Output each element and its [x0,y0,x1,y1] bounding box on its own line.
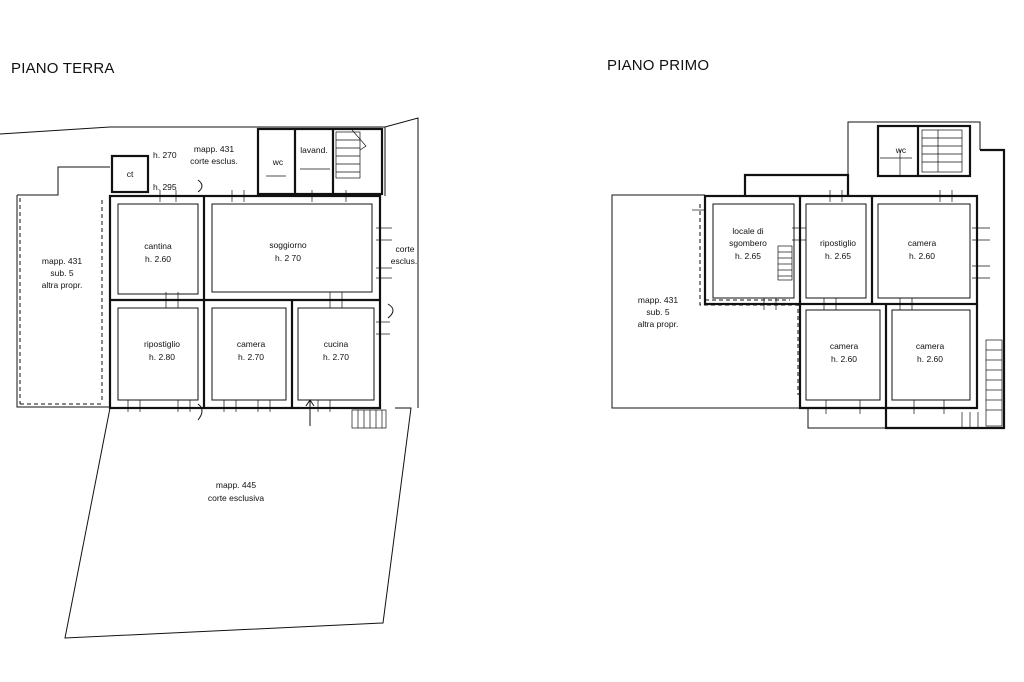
label-first-mapp431-1: mapp. 431 [638,295,678,305]
label-locale-2: sgombero [729,238,767,248]
camera3-inner [891,309,971,401]
label-ripostiglio-2: h. 2.80 [149,352,175,362]
label-first-wc: wc [895,145,907,155]
label-mapp431-top-2: corte esclus. [190,156,238,166]
first-top-block [847,121,981,175]
label-camera3-1: camera [916,341,945,351]
first-side-stair [961,339,1003,428]
first-right-balcony [884,148,1006,430]
label-ripostiglio-first-1: ripostiglio [820,238,856,248]
cantina-inner [117,203,199,295]
ground-stair-top [335,129,367,179]
camera-inner [211,307,287,401]
first-house-upper [703,194,979,306]
label-corte-2: esclus. [391,256,417,266]
first-openings [692,190,990,414]
label-h270: h. 270 [153,150,177,160]
label-lavand: lavand. [300,145,327,155]
first-wc-block [876,124,972,178]
first-inner-stair [777,245,793,281]
label-first-mapp431-3: altra propr. [638,319,679,329]
first-floor-title: PIANO PRIMO [607,57,710,74]
ground-top-boundary [0,126,386,196]
first-lower-balcony [807,408,886,429]
label-ripostiglio-first-2: h. 2.65 [825,251,851,261]
ground-entry-steps [351,409,387,429]
ground-floor-title: PIANO TERRA [11,60,115,77]
service-block-wall [256,127,384,196]
label-locale-1: locale di [732,226,763,236]
label-mapp431-top-1: mapp. 431 [194,144,234,154]
ground-floor-plan: h. 270 h. 295 ct mapp. 431 corte esclus.… [0,117,419,639]
label-soggiorno-1: soggiorno [269,240,307,250]
entrance-arrow-head [305,399,315,407]
neighbour-boundary [17,166,110,196]
camera1-inner [877,203,971,299]
label-camera1-2: h. 2.60 [909,251,935,261]
label-soggiorno-2: h. 2 70 [275,253,301,263]
label-camera-2: h. 2.70 [238,352,264,362]
first-house-lower [798,304,979,410]
ground-house-outer-wall [108,194,382,410]
first-top-parapet [743,173,850,196]
label-cantina-1: cantina [144,241,172,251]
door-swing [197,179,203,193]
first-floor-plan: wc locale di sgombero h. 2.65 ripostigli… [611,121,1006,430]
camera2-inner [805,309,881,401]
label-locale-3: h. 2.65 [735,251,761,261]
label-camera-1: camera [237,339,266,349]
first-neighbour-boundary [611,194,808,409]
door-swing [387,303,394,319]
label-mapp431-left-1: mapp. 431 [42,256,82,266]
first-stair-top [880,129,963,176]
label-wc: wc [272,157,284,167]
label-mapp431-left-2: sub. 5 [50,268,73,278]
ct-room-wall [110,154,150,194]
label-mapp445-1: mapp. 445 [216,480,256,490]
cucina-inner [297,307,375,401]
ripostiglio-inner [117,307,199,401]
ground-openings [127,168,392,412]
label-mapp431-left-3: altra propr. [42,280,83,290]
neighbour-left-wall [16,195,110,408]
soggiorno-inner [211,203,373,293]
right-court-boundary [384,117,419,408]
label-ripostiglio-1: ripostiglio [144,339,180,349]
court-445-boundary [64,407,412,639]
label-camera3-2: h. 2.60 [917,354,943,364]
label-corte-1: corte [396,244,415,254]
label-cucina-1: cucina [324,339,349,349]
label-first-mapp431-2: sub. 5 [646,307,669,317]
locale-inner [712,203,795,299]
label-camera2-1: camera [830,341,859,351]
door-swing [197,403,203,421]
label-mapp445-2: corte esclusiva [208,493,264,503]
label-camera1-1: camera [908,238,937,248]
label-cucina-2: h. 2.70 [323,352,349,362]
label-h295: h. 295 [153,182,177,192]
label-cantina-2: h. 2.60 [145,254,171,264]
label-ct: ct [127,169,134,179]
label-camera2-2: h. 2.60 [831,354,857,364]
